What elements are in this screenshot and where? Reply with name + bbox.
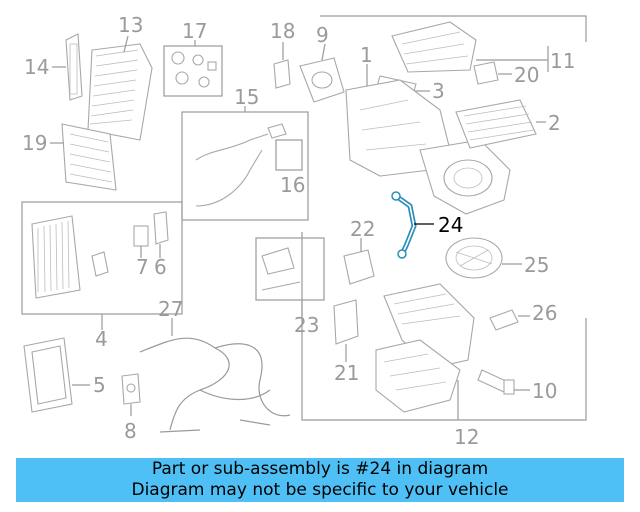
callout-1: 1 xyxy=(360,43,373,67)
part-10-sensor xyxy=(477,369,515,395)
part-5-filter-frame xyxy=(23,337,73,413)
callout-21: 21 xyxy=(334,361,359,385)
callout-19: 19 xyxy=(22,131,47,155)
part-17-box xyxy=(163,45,223,97)
callout-18: 18 xyxy=(270,19,295,43)
callout-9: 9 xyxy=(316,23,329,47)
part-16-box xyxy=(275,139,303,171)
callout-6: 6 xyxy=(154,255,167,279)
callout-24: 24 xyxy=(438,213,463,237)
assembly-bracket-line xyxy=(320,15,587,42)
part-12-lower-housing xyxy=(375,283,475,413)
info-banner: Part or sub-assembly is #24 in diagram D… xyxy=(16,458,624,502)
callout-5: 5 xyxy=(93,373,106,397)
part-13-heater-core xyxy=(87,43,153,141)
part-25-blower-motor xyxy=(445,237,503,279)
part-7-sensor xyxy=(133,225,149,247)
callout-10: 10 xyxy=(532,379,557,403)
callout-4: 4 xyxy=(95,327,108,351)
part-24-drain-tube xyxy=(391,191,417,259)
part-22-bracket xyxy=(343,249,375,285)
callout-15: 15 xyxy=(234,85,259,109)
part-8-bracket xyxy=(121,373,141,405)
part-23-brackets xyxy=(261,247,301,291)
callout-7: 7 xyxy=(136,255,149,279)
banner-line-2: Diagram may not be specific to your vehi… xyxy=(131,480,509,500)
part-11-upper-housing xyxy=(391,21,477,73)
callout-17: 17 xyxy=(182,19,207,43)
part-23-box xyxy=(255,237,325,301)
part-14-bracket xyxy=(65,33,83,101)
banner-line-1: Part or sub-assembly is #24 in diagram xyxy=(151,459,489,479)
callout-25: 25 xyxy=(524,253,549,277)
callout-12: 12 xyxy=(454,425,479,449)
part-17-clips xyxy=(171,51,217,88)
callout-8: 8 xyxy=(124,419,137,443)
callout-20: 20 xyxy=(514,63,539,87)
callout-11: 11 xyxy=(550,49,575,73)
callout-27: 27 xyxy=(158,297,183,321)
callout-3: 3 xyxy=(432,79,445,103)
part-27-harness xyxy=(139,337,291,433)
part-2-cabin-filter xyxy=(455,99,537,149)
part-26-actuator xyxy=(489,309,519,331)
callout-2: 2 xyxy=(548,111,561,135)
part-19-radiator-core xyxy=(61,123,117,191)
callout-23: 23 xyxy=(294,313,319,337)
callout-26: 26 xyxy=(532,301,557,325)
part-21-duct xyxy=(333,299,359,345)
callout-13: 13 xyxy=(118,13,143,37)
part-9-seal xyxy=(299,57,345,103)
part-18-clip xyxy=(273,59,291,89)
part-1-main-housing xyxy=(345,79,511,215)
callout-14: 14 xyxy=(24,55,49,79)
parts-diagram: 13 14 19 17 18 15 16 9 1 11 20 3 2 24 22… xyxy=(21,13,587,449)
part-4-evaporator xyxy=(31,215,109,299)
part-15-hoses xyxy=(195,123,287,207)
part-20-actuator xyxy=(473,61,499,85)
part-6-sensor xyxy=(153,211,169,245)
callout-22: 22 xyxy=(350,217,375,241)
callout-16: 16 xyxy=(280,173,305,197)
